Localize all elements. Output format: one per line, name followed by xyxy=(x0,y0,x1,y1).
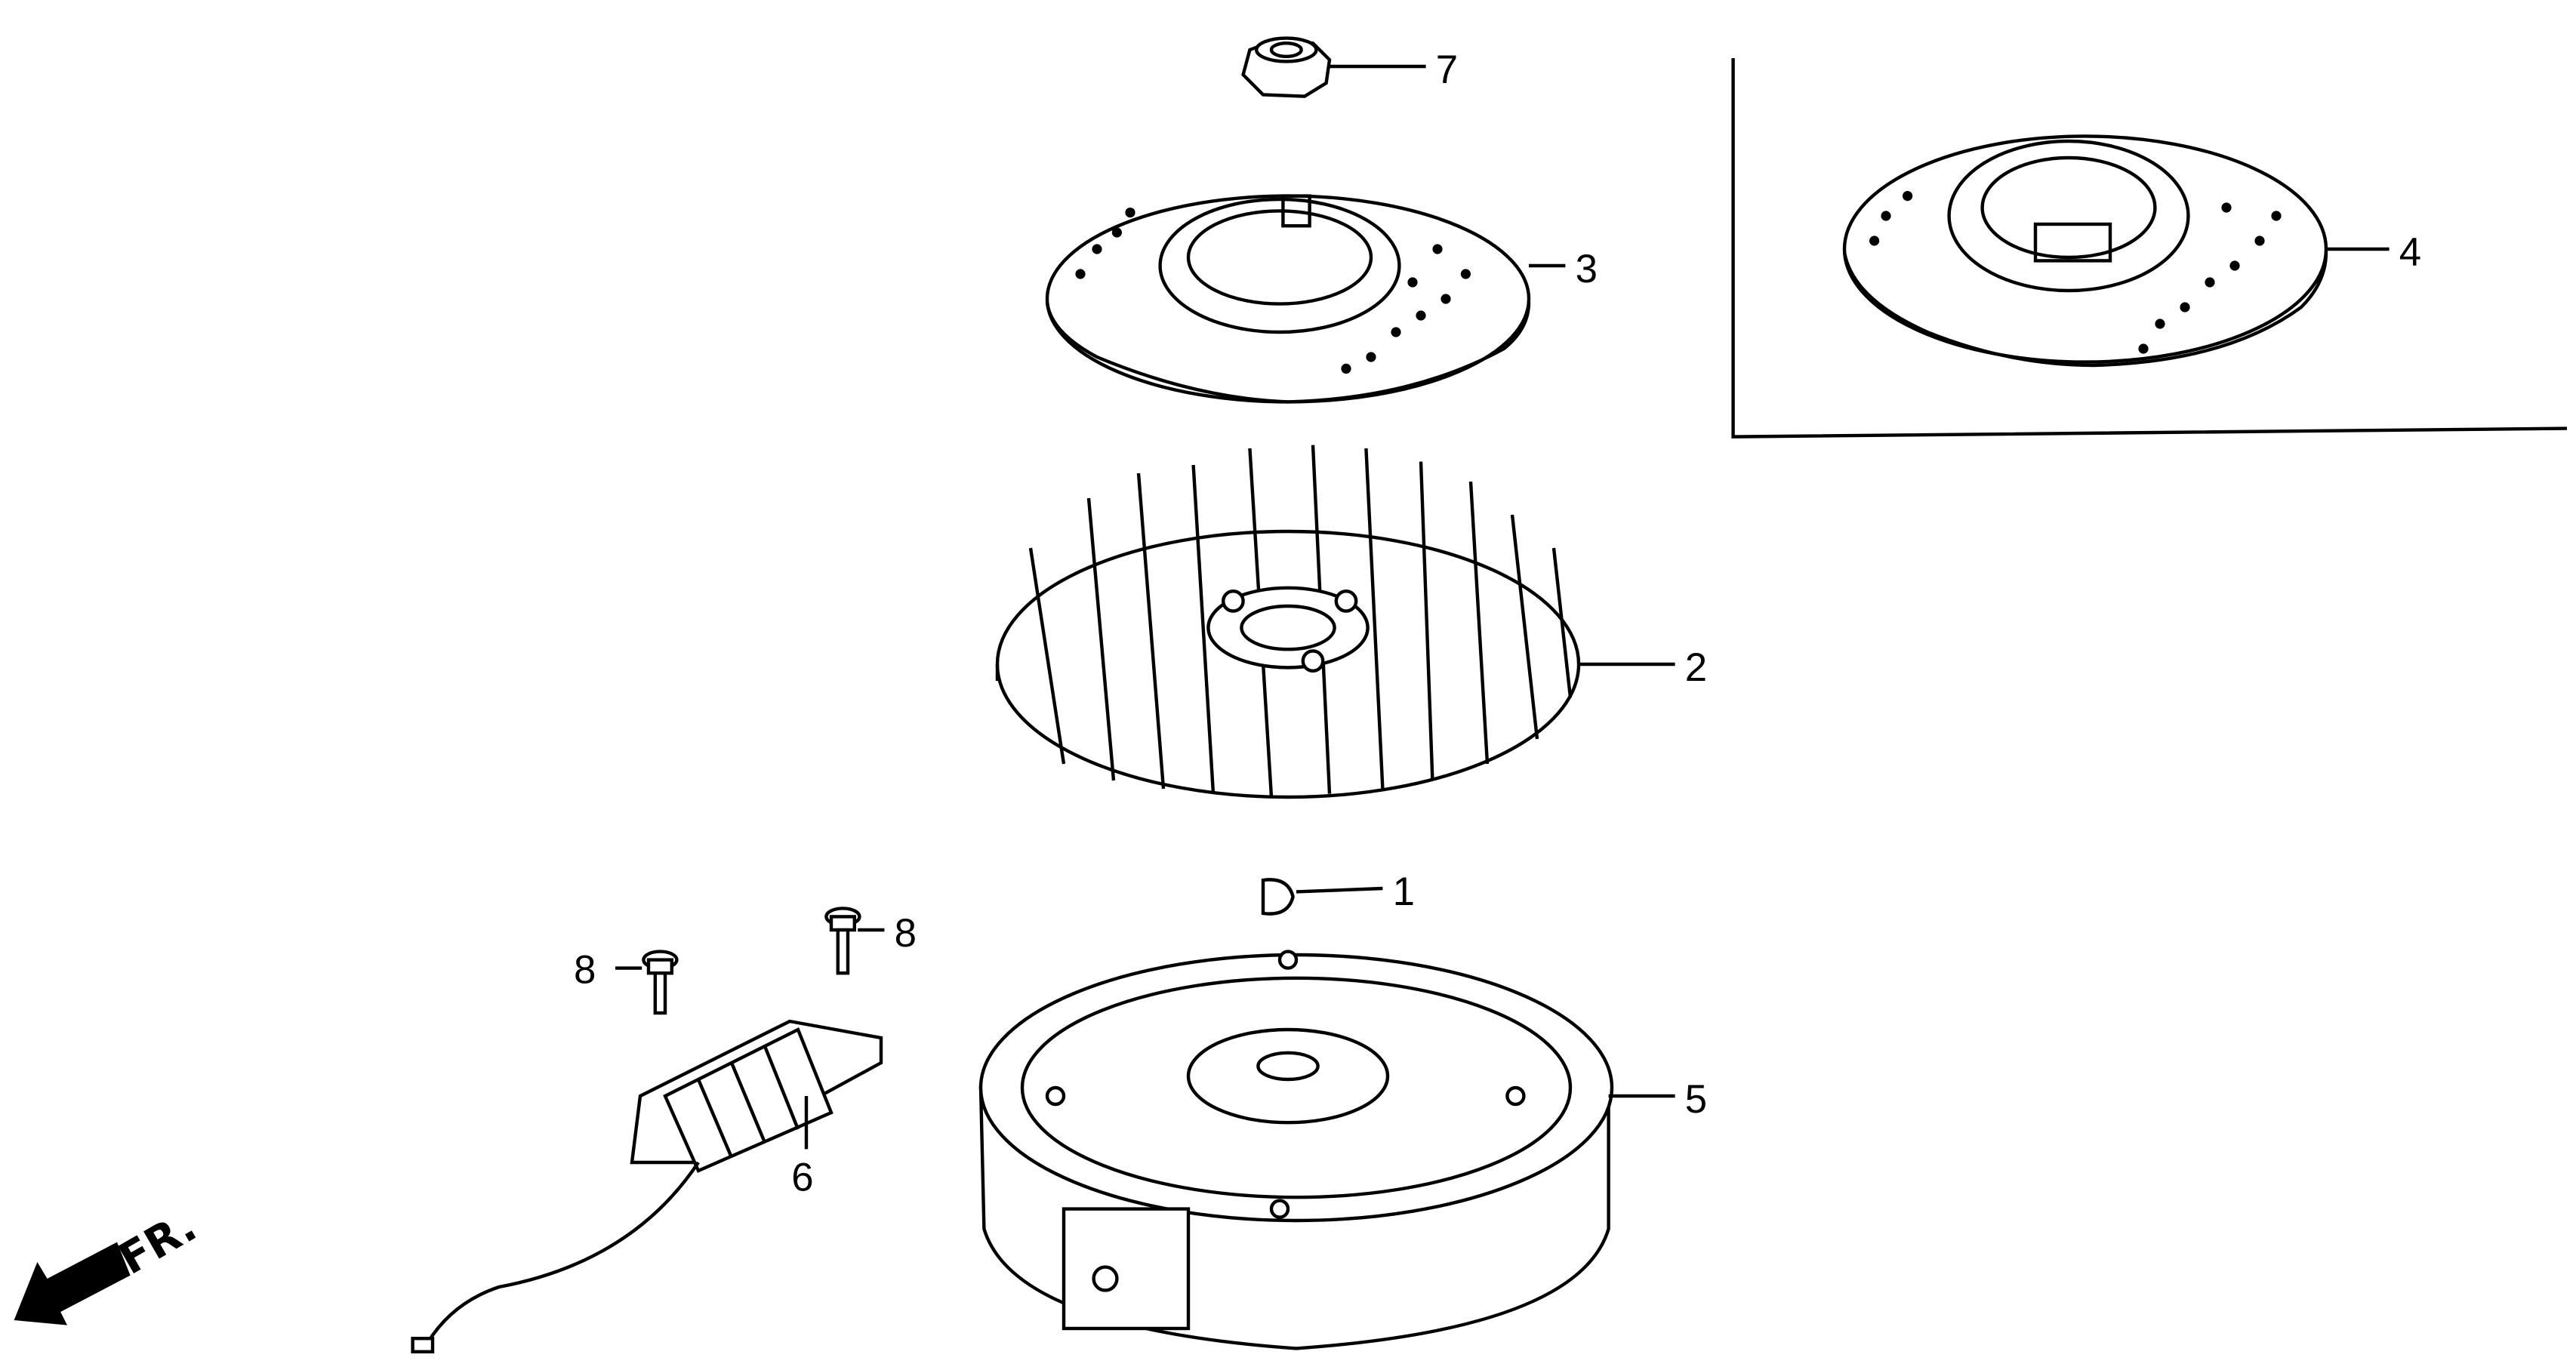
part-label-7: 7 xyxy=(1436,48,1458,92)
part-label-3: 3 xyxy=(1576,247,1598,291)
part-label-1: 1 xyxy=(1393,870,1415,914)
part-1-woodruff-key: 1 xyxy=(1261,870,1415,916)
part-label-8: 8 xyxy=(895,911,917,956)
part-label-4: 4 xyxy=(2399,230,2421,275)
part-4-starter-pulley-alt: 4 xyxy=(1731,58,2568,439)
part-6-ignition-coil: 6 xyxy=(411,1019,883,1354)
part-5-flywheel: 5 xyxy=(978,950,1707,1350)
front-direction-arrow: FR. xyxy=(14,1202,205,1325)
part-label-8: 8 xyxy=(574,947,596,992)
part-2-cooling-fan: 2 xyxy=(995,445,1707,799)
part-label-6: 6 xyxy=(791,1155,813,1199)
part-7-nut: 7 xyxy=(1241,36,1458,98)
part-8-bolt-right: 8 xyxy=(824,907,917,975)
part-label-2: 2 xyxy=(1685,645,1707,690)
part-8-bolt-left: 8 xyxy=(574,947,679,1015)
part-3-starter-pulley: 3 xyxy=(1045,194,1598,404)
part-label-5: 5 xyxy=(1685,1077,1707,1122)
